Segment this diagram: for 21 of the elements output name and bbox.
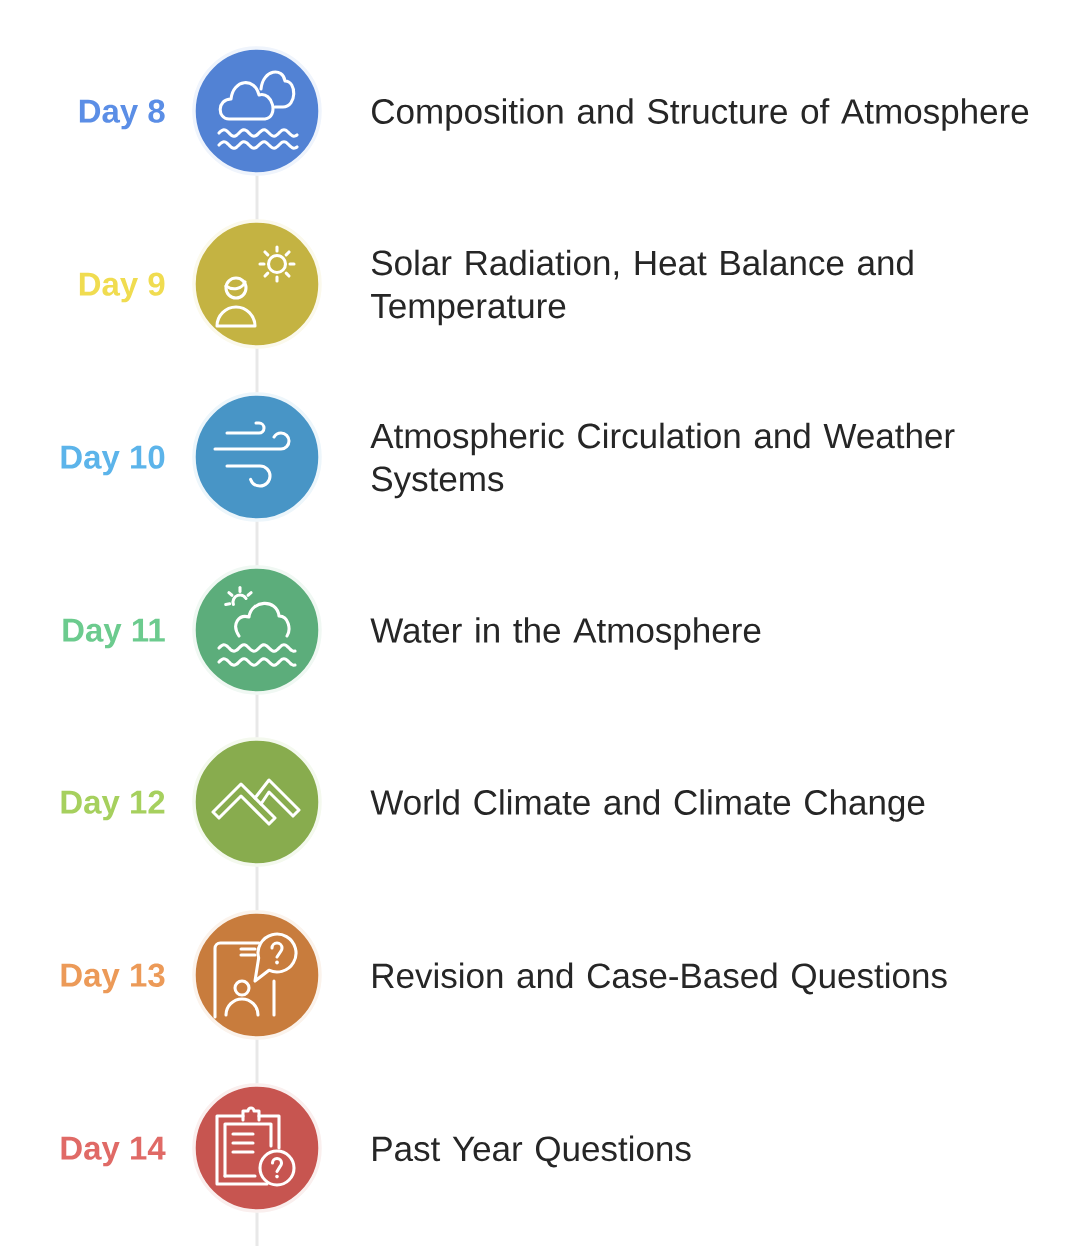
- day-label: Day 10: [61, 445, 165, 476]
- day-label: Day 11: [63, 618, 165, 649]
- topic-text: Past Year Questions: [373, 1135, 691, 1168]
- timeline-circle: [192, 565, 322, 695]
- timeline-circle: [192, 737, 322, 867]
- day-label: Day 9: [79, 272, 165, 303]
- day-label: Day 13: [61, 963, 165, 994]
- topic-text: World Climate and Climate Change: [370, 789, 925, 822]
- topic-text: Water in the Atmosphere: [370, 617, 761, 650]
- timeline-circle: [192, 46, 322, 176]
- timeline-circle: [192, 219, 322, 349]
- day-label: Day 12: [61, 790, 165, 821]
- topic-text: Solar Radiation, Heat Balance and Temperature: [371, 249, 913, 326]
- timeline-circle: [192, 1083, 322, 1213]
- day-label: Day 8: [79, 99, 165, 130]
- topic-text: Composition and Structure of Atmosphere: [372, 98, 1029, 131]
- timeline-circle: [192, 392, 322, 522]
- timeline-circle: [192, 910, 322, 1040]
- topic-text: Atmospheric Circulation and Weather Systems: [370, 422, 955, 499]
- day-label: Day 14: [61, 1136, 166, 1167]
- topic-text: Revision and Case-Based Questions: [373, 962, 947, 995]
